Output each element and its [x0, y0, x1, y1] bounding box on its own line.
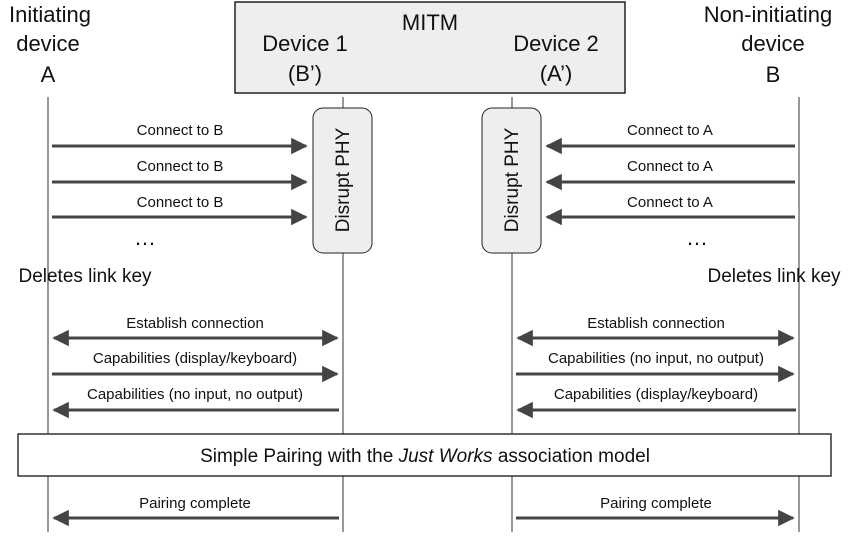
device1-alias: (B’)	[288, 61, 322, 86]
initiating-id: A	[41, 62, 56, 87]
simple-pairing-text-after: association model	[493, 446, 650, 467]
pairing-complete-left-label: Pairing complete	[139, 495, 251, 512]
connect-left-label-1: Connect to B	[137, 122, 224, 139]
non-initiating-label-line2: device	[741, 31, 805, 56]
initiating-label-line1: Initiating	[9, 2, 91, 27]
establish-left-label: Establish connection	[126, 315, 264, 332]
simple-pairing-band	[17, 433, 832, 477]
connect-left-label-3: Connect to B	[137, 194, 224, 211]
connect-right-label-1: Connect to A	[627, 122, 713, 139]
connect-left-ellipsis: …	[134, 225, 156, 250]
simple-pairing-text-before: Simple Pairing with the	[200, 446, 399, 467]
caps-out-left-label: Capabilities (display/keyboard)	[93, 350, 297, 367]
establish-right-label: Establish connection	[587, 315, 725, 332]
deletes-link-key-right: Deletes link key	[707, 266, 841, 287]
deletes-link-key-left: Deletes link key	[18, 266, 152, 287]
device1-name: Device 1	[262, 31, 348, 56]
connect-right-label-2: Connect to A	[627, 158, 713, 175]
mitm-box	[234, 1, 626, 94]
non-initiating-label-line1: Non-initiating	[704, 2, 832, 27]
caps-in-right-label: Capabilities (display/keyboard)	[554, 386, 758, 403]
connect-right-ellipsis: …	[686, 225, 708, 250]
disrupt-phy-right-label: Disrupt PHY	[502, 127, 523, 232]
disrupt-phy-right-box	[481, 107, 542, 254]
pairing-complete-right-label: Pairing complete	[600, 495, 712, 512]
simple-pairing-text: Simple Pairing with the Just Works assoc…	[200, 446, 650, 467]
connect-right-label-3: Connect to A	[627, 194, 713, 211]
connect-left-label-2: Connect to B	[137, 158, 224, 175]
caps-out-right-label: Capabilities (no input, no output)	[548, 350, 764, 367]
non-initiating-id: B	[766, 62, 781, 87]
caps-in-left-label: Capabilities (no input, no output)	[87, 386, 303, 403]
mitm-label: MITM	[402, 10, 458, 35]
disrupt-phy-left-label: Disrupt PHY	[333, 127, 354, 232]
simple-pairing-just-works: Just Works	[398, 446, 493, 467]
device2-alias: (A’)	[540, 61, 573, 86]
disrupt-phy-left-box	[312, 107, 373, 254]
initiating-label-line2: device	[16, 31, 80, 56]
device2-name: Device 2	[513, 31, 599, 56]
